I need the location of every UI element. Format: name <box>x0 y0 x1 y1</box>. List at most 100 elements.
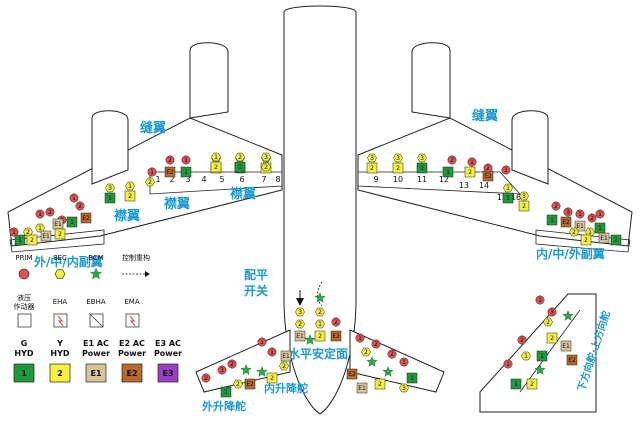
sec-marker <box>261 162 271 172</box>
legend-sec-icon <box>54 269 66 279</box>
spoiler-number: 14 <box>479 181 489 190</box>
legend-e1-box-label: E1 <box>90 369 101 378</box>
legend-e1-box <box>85 363 107 383</box>
actuator-box <box>210 161 222 173</box>
legend-bcm-icon <box>89 267 103 280</box>
legend-e3-box-label: E3 <box>162 369 173 378</box>
prim-marker-text: 2 <box>374 341 378 348</box>
spoiler-number: 6 <box>239 175 244 184</box>
actuator-box-text: E1 <box>600 235 608 242</box>
prim-marker <box>447 155 457 165</box>
sec-marker <box>417 153 427 163</box>
prim-marker <box>503 359 513 369</box>
actuator-box-text: E1 <box>576 223 584 230</box>
legend-g-hyd-box <box>13 363 35 383</box>
actuator-box <box>374 378 386 390</box>
prim-marker-text: 1 <box>38 211 42 218</box>
spoiler-number: 9 <box>373 175 378 184</box>
sec-marker-text: 1 <box>214 154 218 161</box>
prim-marker <box>587 213 597 223</box>
sec-marker-text: 3 <box>108 185 112 192</box>
sec-marker-text: 1 <box>506 185 510 192</box>
actuator-box-text: 2 <box>550 335 554 342</box>
actuator-box-text: 1 <box>614 237 618 244</box>
actuator-box <box>610 234 622 246</box>
actuator-box <box>104 192 116 204</box>
sec-marker <box>295 319 305 329</box>
sec-marker-text: 2 <box>264 164 268 171</box>
actuator-box-text: 2 <box>522 203 526 210</box>
actuator-box-text: 2 <box>370 165 374 172</box>
prim-marker <box>147 167 157 177</box>
prim-marker-text: 2 <box>450 157 454 164</box>
prim-marker <box>75 201 85 211</box>
legend-bcm-label: BCM <box>88 254 104 262</box>
actuator-box-text: 2 <box>318 333 322 340</box>
sec-marker <box>393 153 403 163</box>
prim-marker-text: 1 <box>270 349 274 356</box>
prim-marker-text: 1 <box>506 361 510 368</box>
actuator-box <box>124 190 136 202</box>
sec-marker-text: 1 <box>524 353 528 360</box>
actuator-box <box>346 368 358 380</box>
sec-marker-text: 2 <box>282 363 286 370</box>
legend-actuator-label-1: 液压 <box>17 293 31 302</box>
legend-e3-top: E3 AC <box>155 339 181 348</box>
prim-marker <box>165 155 175 165</box>
prim-marker-text: 1 <box>402 359 406 366</box>
legend-e1-bot: Power <box>82 349 110 358</box>
actuator-box <box>294 330 306 342</box>
actuator-box-text: E1 <box>54 221 62 228</box>
sec-marker <box>399 383 409 393</box>
label-slat-right: 缝翼 <box>472 108 498 124</box>
prim-marker <box>227 359 237 369</box>
legend-eha-bolt <box>57 315 64 327</box>
label-elevator-left: 外升降舵 <box>201 399 246 413</box>
sec-marker-text: 2 <box>546 319 550 326</box>
prim-marker-text: 1 <box>72 195 76 202</box>
actuator-box <box>560 340 572 352</box>
legend-prim-label: PRIM <box>15 254 32 262</box>
sec-marker-text: 2 <box>298 321 302 328</box>
actuator-box <box>280 350 292 362</box>
bcm-marker <box>240 364 252 375</box>
legend-ebha-label: EBHA <box>86 298 105 306</box>
prim-marker <box>517 335 527 345</box>
sec-marker-text: 3 <box>298 309 302 316</box>
legend-e2-box <box>121 363 143 383</box>
actuator-box-text: 1 <box>70 219 74 226</box>
prim-marker-text: 1 <box>578 211 582 218</box>
legend-eha-label: EHA <box>53 298 68 306</box>
legend-g-bot: HYD <box>14 349 33 358</box>
bcm-marker <box>366 356 378 367</box>
prim-marker <box>355 333 365 343</box>
prim-marker-text: 1 <box>538 297 542 304</box>
actuator-box-text: 2 <box>468 169 472 176</box>
actuator-box-text: 2 <box>214 164 218 171</box>
legend-ema-label: EMA <box>124 298 139 306</box>
actuator-box <box>502 192 514 204</box>
actuator-box-text: E2 <box>332 333 340 340</box>
prim-marker-text: 2 <box>486 165 490 172</box>
prim-marker-text: 2 <box>168 157 172 164</box>
sec-marker-text: 2 <box>364 349 368 356</box>
actuator-box-text: E2 <box>568 357 576 364</box>
spoiler-number: 16 <box>511 193 521 202</box>
actuator-box <box>566 354 578 366</box>
actuator-box <box>54 228 66 240</box>
sec-marker-text: 3 <box>396 155 400 162</box>
actuator-box <box>366 162 378 174</box>
actuator-box-text: 1 <box>420 165 424 172</box>
spoiler-number: 8 <box>275 175 280 184</box>
actuator-box-text: 1 <box>238 164 242 171</box>
actuator-box-text: 1 <box>18 237 22 244</box>
label-flap-left-1: 襟翼 <box>114 208 140 224</box>
spoiler-number: 1 <box>155 175 160 184</box>
actuator-box-text: 1 <box>108 195 112 202</box>
prim-marker-text: 2 <box>590 215 594 222</box>
legend-g-box-label: 1 <box>21 369 27 378</box>
prim-marker <box>399 357 409 367</box>
sec-marker-text: 2 <box>572 229 576 236</box>
label-trim-switch-1: 配平 <box>244 267 268 282</box>
actuator-box <box>442 166 454 178</box>
